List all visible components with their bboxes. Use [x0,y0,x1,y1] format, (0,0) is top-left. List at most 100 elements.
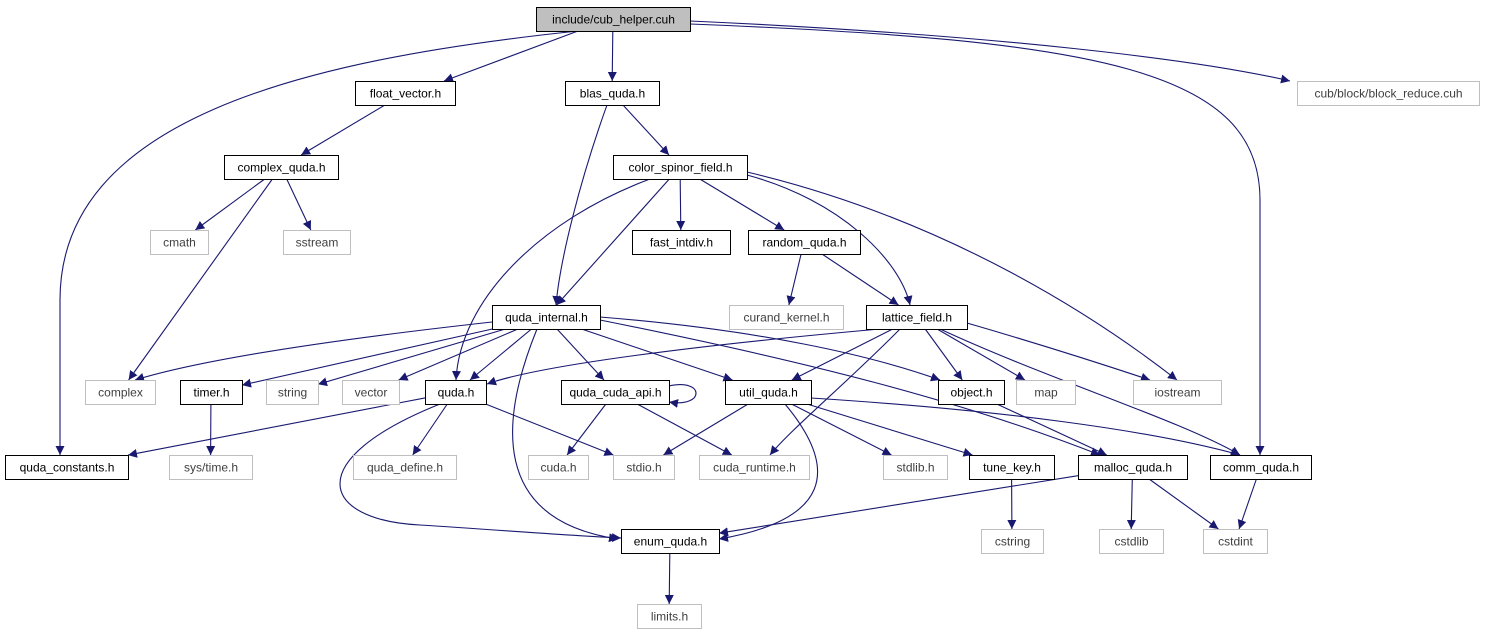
node-box [632,230,731,255]
node-label: cmath [163,236,196,250]
node-label: cstdint [1218,535,1253,549]
node-lattice-field[interactable]: lattice_field.h [866,305,968,330]
edge-lattice-field-to-object [924,328,963,381]
node-label: quda.h [438,386,475,400]
node-label: enum_quda.h [634,535,707,549]
edge-random-quda-to-lattice-field [821,253,899,306]
node-quda-constants[interactable]: quda_constants.h [5,455,129,480]
node-string: string [266,380,319,405]
node-comm-quda[interactable]: comm_quda.h [1210,455,1312,480]
edge-malloc-quda-to-enum-quda [718,475,1079,537]
edge-quda-internal-to-quda-cuda-api [556,328,605,381]
edge-malloc-quda-to-cstdlib [1126,478,1136,530]
edge-cub-helper-to-cub-block-reduce [689,20,1291,84]
edge-object-to-malloc-quda [996,403,1107,456]
node-box [621,529,720,554]
node-box [1210,455,1312,480]
node-label: float_vector.h [370,87,441,101]
node-sys-time: sys/time.h [169,455,253,480]
edge-quda-internal-to-malloc-quda [599,319,1101,456]
edge-comm-quda-to-cstdint [1237,478,1257,530]
edge-quda-to-quda-constants [127,397,426,458]
node-label: malloc_quda.h [1094,461,1172,475]
node-label: quda_cuda_api.h [569,386,661,400]
node-box [224,155,339,180]
node-box [1297,81,1480,106]
edge-util-quda-to-tune-key [806,403,973,457]
nodes-layer: include/cub_helper.cuh quda_constants.h fl… [5,7,1480,629]
node-object[interactable]: object.h [938,380,1005,405]
node-label: object.h [950,386,992,400]
node-enum-quda[interactable]: enum_quda.h [621,529,720,554]
edge-util-quda-to-comm-quda [810,397,1241,457]
node-box [1133,380,1222,405]
edge-cub-helper-to-float-vector [443,30,579,83]
node-random-quda[interactable]: random_quda.h [748,230,861,255]
node-box [1099,529,1164,554]
node-box [1203,529,1268,554]
edge-quda-internal-to-enum-quda [512,328,619,543]
edge-quda-cuda-api-to-cuda [566,403,607,456]
node-box [180,380,243,405]
node-sstream: sstream [283,230,351,255]
node-label: vector [355,386,388,400]
node-label: tune_key.h [983,461,1041,475]
node-label: iostream [1154,386,1200,400]
node-label: include/cub_helper.cuh [552,13,675,27]
node-quda-internal[interactable]: quda_internal.h [492,305,601,330]
node-stdio: stdio.h [613,455,675,480]
node-cmath: cmath [150,230,209,255]
node-quda[interactable]: quda.h [425,380,487,405]
edge-quda-to-enum-quda [339,403,622,543]
node-tune-key[interactable]: tune_key.h [969,455,1055,480]
node-box [981,529,1044,554]
node-label: cub/block/block_reduce.cuh [1314,87,1462,101]
node-vector: vector [342,380,400,405]
edge-quda-internal-to-timer [241,328,493,388]
node-box [748,230,861,255]
node-color-spinor-field[interactable]: color_spinor_field.h [613,155,748,180]
node-label: quda_define.h [367,461,443,475]
edge-color-spinor-field-to-quda-internal [556,178,670,306]
node-label: stdlib.h [896,461,934,475]
node-complex-quda[interactable]: complex_quda.h [224,155,339,180]
edge-quda-to-quda-define [412,403,448,456]
node-label: cstring [995,535,1030,549]
node-box [283,230,351,255]
node-box [169,455,253,480]
node-label: lattice_field.h [882,311,952,325]
node-timer[interactable]: timer.h [180,380,243,405]
node-blas-quda[interactable]: blas_quda.h [565,81,660,106]
node-cub-block-reduce: cub/block/block_reduce.cuh [1297,81,1480,106]
node-label: string [278,386,307,400]
node-cstdlib: cstdlib [1099,529,1164,554]
node-label: random_quda.h [762,236,846,250]
edges-layer [55,20,1291,605]
edge-quda-internal-to-string [317,328,506,387]
node-box [85,380,156,405]
node-box [266,380,319,405]
node-box [729,305,844,330]
node-malloc-quda[interactable]: malloc_quda.h [1078,455,1188,480]
node-cstring: cstring [981,529,1044,554]
node-fast-intdiv[interactable]: fast_intdiv.h [632,230,731,255]
node-label: curand_kernel.h [743,311,829,325]
node-quda-cuda-api[interactable]: quda_cuda_api.h [561,380,670,405]
node-limits: limits.h [637,604,702,629]
node-float-vector[interactable]: float_vector.h [355,81,456,106]
edge-lattice-field-to-iostream [966,322,1151,382]
node-box [938,380,1005,405]
node-box [561,380,670,405]
node-util-quda[interactable]: util_quda.h [725,380,812,405]
node-label: timer.h [193,386,229,400]
node-cub-helper[interactable]: include/cub_helper.cuh [536,7,691,32]
edge-color-spinor-field-to-fast-intdiv [676,178,686,231]
edge-quda-cuda-api-to-cuda-runtime [636,403,733,456]
edge-enum-quda-to-limits [664,552,674,605]
edge-float-vector-to-complex-quda [300,104,386,156]
edge-complex-quda-to-complex [128,178,273,381]
edge-util-quda-to-stdlib [791,403,892,456]
edge-quda-internal-to-object [599,316,941,382]
node-label: cuda_runtime.h [713,461,796,475]
node-complex: complex [85,380,156,405]
